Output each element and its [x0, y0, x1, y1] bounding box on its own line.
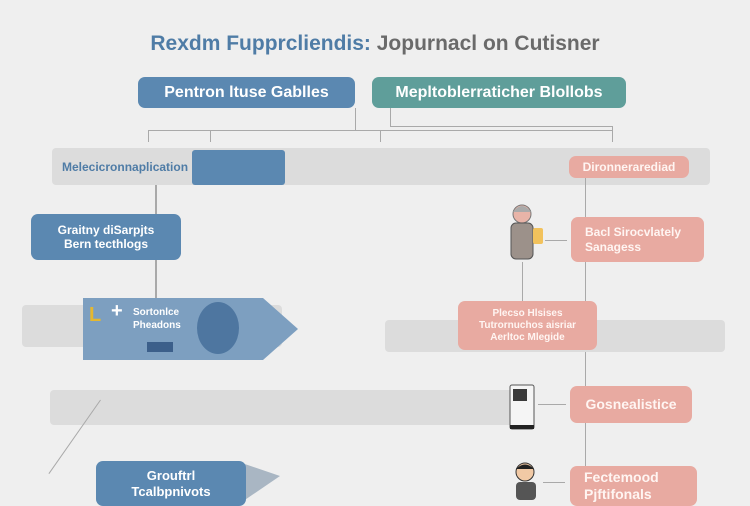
- connector: [390, 126, 612, 127]
- machine-icon: [508, 383, 536, 431]
- connector: [390, 108, 391, 126]
- text-line: Bacl Sirocvlately: [585, 225, 682, 240]
- person-icon: [513, 460, 541, 500]
- text-line: Sortonlce: [133, 307, 180, 318]
- title-part-2: Jopurnacl on Cutisner: [376, 32, 600, 55]
- arrow: [538, 404, 566, 405]
- text-line: Aerltoc Mlegide: [490, 331, 565, 343]
- top-box-right: Mepltoblerraticher Blollobs: [372, 77, 626, 108]
- text-line: Graitny diSarpjts: [57, 222, 155, 237]
- elderly-person-icon: [505, 200, 545, 262]
- band-1-badge: Dironnerarediad: [569, 156, 689, 178]
- connector: [148, 130, 149, 142]
- text-line: Plecso Hlsises: [492, 307, 563, 319]
- connector: [355, 108, 356, 130]
- title-part-1: Rexdm Fupprcliendis:: [150, 32, 371, 55]
- top-box-left: Pentron ltuse Gablles: [138, 77, 355, 108]
- doctor-icon: [197, 302, 239, 354]
- connector: [380, 130, 381, 142]
- text-line: Fectemood: [584, 469, 659, 486]
- text-line: Pjftifonals: [584, 486, 652, 502]
- band-1-label: Melecicronnaplication: [62, 160, 189, 174]
- band-1-block: [192, 150, 285, 185]
- text-line: Sanagess: [585, 239, 642, 254]
- text-line: Tutrornuchos aisriar: [478, 319, 577, 331]
- text-line: Bern tecthlogs: [63, 237, 148, 251]
- connector: [522, 262, 523, 302]
- arrow: [545, 240, 567, 241]
- band-3: [50, 390, 525, 425]
- letter-l-icon: L: [89, 304, 102, 326]
- keyboard-icon: [147, 342, 173, 352]
- text-line: Tcalbpnivots: [131, 483, 211, 499]
- plus-icon: +: [111, 300, 123, 322]
- text-line: Pheadons: [133, 320, 181, 331]
- right-box-3: Gosnealistice: [570, 386, 692, 423]
- connector: [612, 126, 613, 142]
- diagram-title: Rexdm Fupprcliendis: Jopurnacl on Cutisn…: [0, 32, 750, 56]
- arrow: [543, 482, 565, 483]
- text-line: Grouftrl: [146, 467, 196, 483]
- connector: [210, 130, 211, 142]
